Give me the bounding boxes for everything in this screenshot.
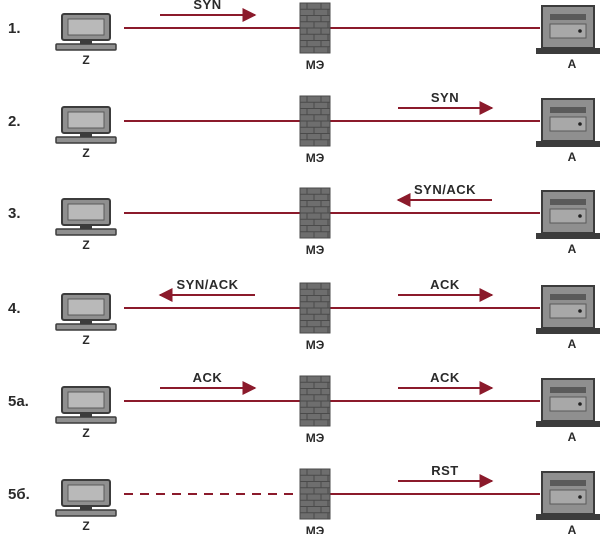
- computer-icon: [55, 106, 117, 144]
- server-label: A: [568, 242, 577, 256]
- step-number: 3.: [8, 205, 21, 222]
- step-row: 5a. Z МЭ A ACK ACK: [8, 370, 600, 445]
- step-number: 2.: [8, 113, 21, 130]
- message-label: SYN: [193, 0, 221, 12]
- firewall-label: МЭ: [306, 58, 325, 72]
- step-number: 4.: [8, 300, 21, 317]
- computer-icon: [55, 293, 117, 331]
- message-label: SYN: [431, 90, 459, 105]
- server-tower-icon: [536, 378, 600, 427]
- firewall-brick-wall-icon: [299, 95, 331, 147]
- server-tower-icon: [536, 5, 600, 54]
- message-label: ACK: [193, 370, 223, 385]
- server-label: A: [568, 523, 577, 534]
- client-label: Z: [82, 519, 89, 533]
- step-number: 1.: [8, 20, 21, 37]
- firewall-label: МЭ: [306, 243, 325, 257]
- server-tower-icon: [536, 190, 600, 239]
- computer-icon: [55, 198, 117, 236]
- client-label: Z: [82, 53, 89, 67]
- server-label: A: [568, 430, 577, 444]
- firewall-brick-wall-icon: [299, 375, 331, 427]
- step-number: 5б.: [8, 486, 30, 503]
- step-row: 5б. Z МЭ A RST: [8, 463, 600, 534]
- server-label: A: [568, 57, 577, 71]
- server-tower-icon: [536, 471, 600, 520]
- step-row: 2. Z МЭ A SYN: [8, 90, 600, 165]
- firewall-brick-wall-icon: [299, 468, 331, 520]
- firewall-brick-wall-icon: [299, 2, 331, 54]
- firewall-brick-wall-icon: [299, 187, 331, 239]
- step-number: 5a.: [8, 393, 29, 410]
- computer-icon: [55, 386, 117, 424]
- server-label: A: [568, 150, 577, 164]
- computer-icon: [55, 479, 117, 517]
- message-label: ACK: [430, 277, 460, 292]
- server-label: A: [568, 337, 577, 351]
- message-label: SYN/ACK: [176, 277, 238, 292]
- step-row: 4. Z МЭ A SYN/ACK ACK: [8, 277, 600, 352]
- message-label: SYN/ACK: [414, 182, 476, 197]
- step-row: 3. Z МЭ A SYN/ACK: [8, 182, 600, 257]
- client-label: Z: [82, 426, 89, 440]
- step-row: 1. Z МЭ A SYN: [8, 0, 600, 72]
- firewall-label: МЭ: [306, 431, 325, 445]
- computer-icon: [55, 13, 117, 51]
- firewall-label: МЭ: [306, 151, 325, 165]
- message-label: ACK: [430, 370, 460, 385]
- server-tower-icon: [536, 98, 600, 147]
- client-label: Z: [82, 238, 89, 252]
- server-tower-icon: [536, 285, 600, 334]
- firewall-label: МЭ: [306, 338, 325, 352]
- client-label: Z: [82, 146, 89, 160]
- message-label: RST: [431, 463, 459, 478]
- firewall-label: МЭ: [306, 524, 325, 534]
- client-label: Z: [82, 333, 89, 347]
- firewall-brick-wall-icon: [299, 282, 331, 334]
